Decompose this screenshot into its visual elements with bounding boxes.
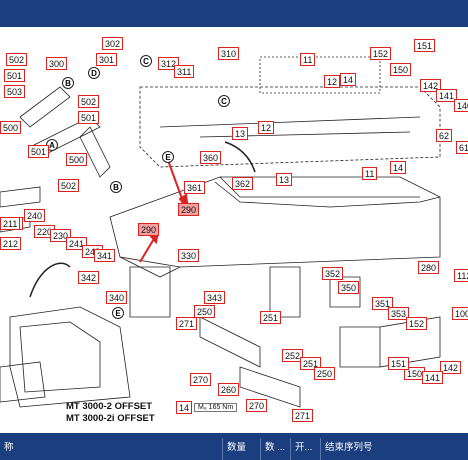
part-callout[interactable]: 241 — [66, 237, 88, 250]
part-callout[interactable]: 312 — [158, 57, 180, 70]
part-callout[interactable]: 12 — [324, 75, 341, 88]
part-callout[interactable]: 14 — [176, 401, 193, 414]
parts-table-header: 称 数量 数 ... 开... 结束序列号 — [0, 438, 468, 460]
part-callout[interactable]: 302 — [102, 37, 124, 50]
model-title-line-2: MT 3000-2i OFFSET — [66, 413, 155, 424]
part-callout[interactable]: 340 — [106, 291, 128, 304]
detail-marker-e-2[interactable]: E — [112, 307, 124, 319]
part-callout-highlighted[interactable]: 290 — [178, 203, 200, 216]
part-callout[interactable]: 211 — [0, 217, 21, 230]
part-callout[interactable]: 310 — [218, 47, 240, 60]
part-callout[interactable]: 141 — [422, 371, 444, 384]
part-callout[interactable]: 13 — [276, 173, 293, 186]
part-callout[interactable]: 280 — [418, 261, 440, 274]
part-callout[interactable]: 352 — [322, 267, 344, 280]
part-callout[interactable]: 240 — [24, 209, 46, 222]
part-callout[interactable]: 252 — [282, 349, 304, 362]
part-callout[interactable]: 230 — [50, 229, 72, 242]
part-callout[interactable]: 503 — [4, 85, 26, 98]
part-callout[interactable]: 151 — [388, 357, 410, 370]
part-callout[interactable]: 301 — [96, 53, 118, 66]
part-callout[interactable]: 14 — [390, 161, 407, 174]
exploded-view-lines — [0, 56, 441, 408]
detail-marker-b-2[interactable]: B — [62, 77, 74, 89]
part-callout[interactable]: 250 — [314, 367, 336, 380]
part-callout[interactable]: 501 — [4, 69, 26, 82]
part-callout[interactable]: 212 — [0, 237, 22, 250]
column-header-quantity[interactable]: 数量 — [222, 438, 260, 460]
model-title: MT 3000-2 OFFSET MT 3000-2i OFFSET — [66, 401, 155, 425]
part-callout[interactable]: 152 — [370, 47, 392, 60]
part-callout[interactable]: 100 — [452, 307, 468, 320]
part-callout[interactable]: 500 — [0, 121, 22, 134]
part-callout[interactable]: 362 — [232, 177, 254, 190]
part-callout[interactable]: 250 — [194, 305, 216, 318]
part-callout[interactable]: 270 — [190, 373, 212, 386]
part-callout[interactable]: 112 — [454, 269, 468, 282]
part-callout[interactable]: 251 — [300, 357, 322, 370]
part-callout[interactable]: 342 — [78, 271, 100, 284]
part-callout[interactable]: 251 — [260, 311, 282, 324]
part-callout[interactable]: 270 — [246, 399, 268, 412]
part-callout-highlighted[interactable]: 290 — [138, 223, 160, 236]
part-callout[interactable]: 260 — [218, 383, 240, 396]
part-callout[interactable]: 501 — [78, 111, 100, 124]
parts-drawing: A B C D E E B C 302 301 300 501 502 503 … — [0, 27, 468, 433]
part-callout[interactable]: 12 — [258, 121, 275, 134]
part-callout[interactable]: 501 — [28, 145, 50, 158]
part-callout[interactable]: 343 — [204, 291, 226, 304]
part-callout[interactable]: 502 — [78, 95, 100, 108]
part-callout[interactable]: 14 — [340, 73, 357, 86]
detail-marker-e[interactable]: E — [162, 151, 174, 163]
column-header-name[interactable]: 称 — [4, 442, 14, 453]
torque-note: M₈ 165 Nm — [194, 403, 238, 412]
part-callout[interactable]: 502 — [58, 179, 80, 192]
part-callout[interactable]: 350 — [338, 281, 360, 294]
part-callout[interactable]: 151 — [414, 39, 436, 52]
column-header-start-serial[interactable]: 开... — [290, 438, 320, 460]
part-callout[interactable]: 361 — [184, 181, 206, 194]
part-callout[interactable]: 11 — [300, 53, 316, 66]
part-callout[interactable]: 150 — [390, 63, 412, 76]
part-callout[interactable]: 351 — [372, 297, 394, 310]
part-callout[interactable]: 61 — [456, 141, 468, 154]
part-callout[interactable]: 141 — [436, 89, 458, 102]
detail-marker-c-2[interactable]: C — [140, 55, 152, 67]
detail-marker-d[interactable]: D — [88, 67, 100, 79]
part-callout[interactable]: 11 — [362, 167, 378, 180]
part-callout[interactable]: 152 — [406, 317, 428, 330]
part-callout[interactable]: 330 — [178, 249, 200, 262]
detail-marker-b[interactable]: B — [110, 181, 122, 193]
part-callout[interactable]: 62 — [436, 129, 453, 142]
part-callout[interactable]: 311 — [174, 65, 195, 78]
part-callout[interactable]: 271 — [292, 409, 314, 422]
part-callout[interactable]: 500 — [66, 153, 88, 166]
part-callout[interactable]: 300 — [46, 57, 68, 70]
column-header-end-serial[interactable]: 结束序列号 — [320, 438, 468, 460]
part-callout[interactable]: 502 — [6, 53, 28, 66]
column-header-count[interactable]: 数 ... — [260, 438, 290, 460]
part-callout[interactable]: 271 — [176, 317, 198, 330]
part-callout[interactable]: 142 — [440, 361, 462, 374]
part-callout[interactable]: 140 — [454, 99, 468, 112]
part-callout[interactable]: 142 — [420, 79, 442, 92]
part-callout[interactable]: 13 — [232, 127, 249, 140]
model-title-line-1: MT 3000-2 OFFSET — [66, 401, 153, 412]
detail-marker-c[interactable]: C — [218, 95, 230, 107]
part-callout[interactable]: 353 — [388, 307, 410, 320]
part-callout[interactable]: 360 — [200, 151, 222, 164]
part-callout[interactable]: 341 — [94, 249, 116, 262]
